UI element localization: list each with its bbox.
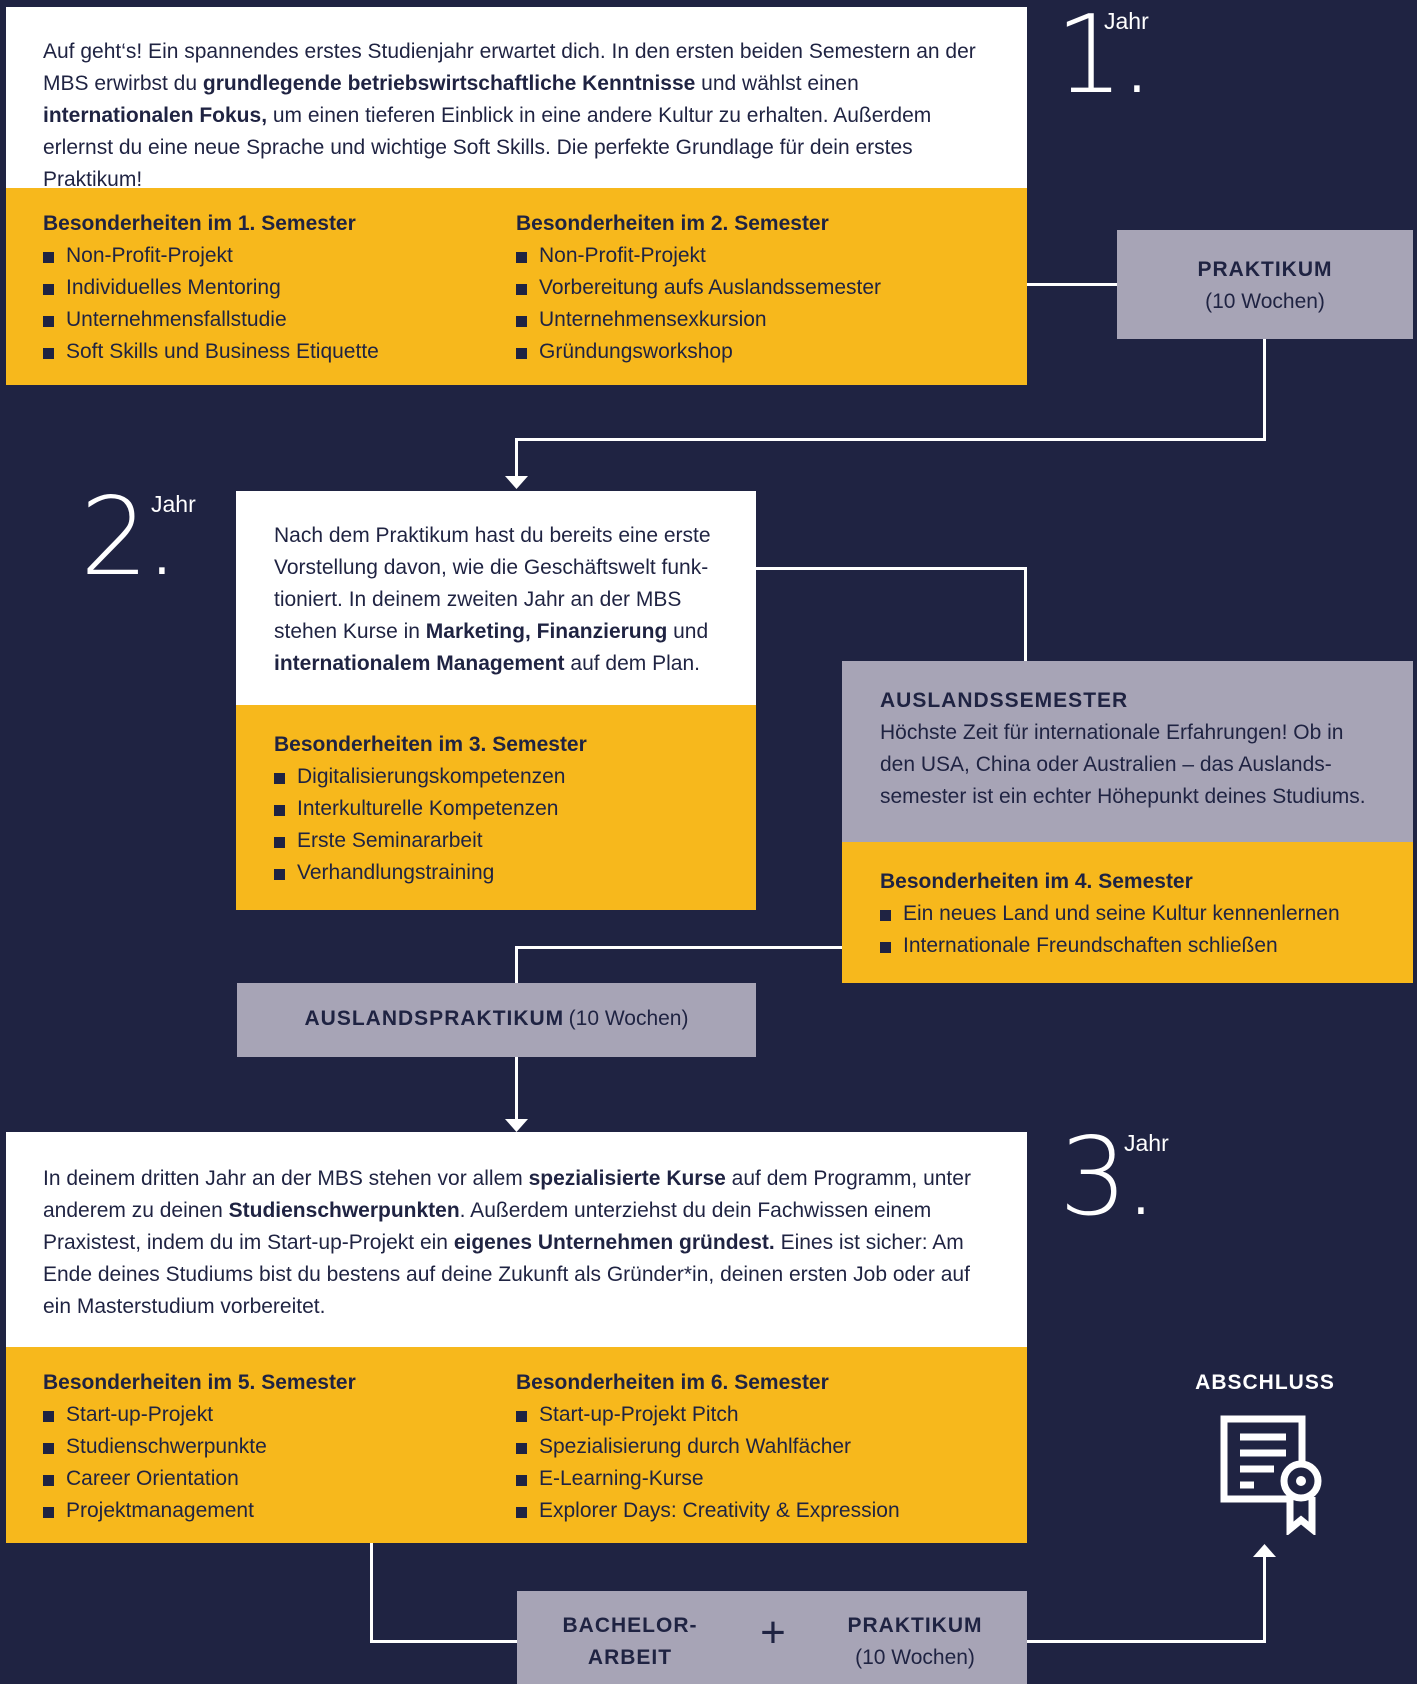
praktikum1-box: PRAKTIKUM (10 Wochen) bbox=[1117, 230, 1413, 339]
connector-line bbox=[370, 1543, 373, 1643]
list-item: Studienschwerpunkte bbox=[43, 1431, 356, 1463]
year2-intro-text: Nach dem Praktikum hast du bereits eine … bbox=[274, 524, 711, 675]
praktikum1-duration: (10 Wochen) bbox=[1205, 290, 1325, 313]
connector-line bbox=[515, 438, 1266, 441]
connector-line bbox=[515, 946, 518, 983]
year1-intro-text: Auf geht‘s! Ein spannendes erstes Studie… bbox=[43, 40, 976, 191]
year2-intro-box: Nach dem Praktikum hast du bereits eine … bbox=[236, 491, 756, 705]
semester4-heading: Besonderheiten im 4. Semester bbox=[880, 870, 1193, 893]
connector-line bbox=[1263, 1556, 1266, 1643]
connector-line bbox=[1263, 338, 1266, 441]
semester3-heading: Besonderheiten im 3. Semester bbox=[274, 733, 587, 756]
connector-line bbox=[515, 438, 518, 480]
semester4-box: Besonderheiten im 4. Semester Ein neues … bbox=[842, 842, 1413, 983]
semester4-list: Ein neues Land und seine Kultur kennenle… bbox=[880, 898, 1340, 962]
list-item: Projektmanagement bbox=[43, 1495, 356, 1527]
year2-label: Jahr bbox=[151, 491, 196, 517]
connector-line bbox=[756, 567, 1027, 570]
list-item: Non-Profit-Projekt bbox=[516, 240, 881, 272]
list-item: Unternehmensfallstudie bbox=[43, 304, 379, 336]
arrow-down-icon bbox=[505, 1119, 528, 1132]
semester1-block: Besonderheiten im 1. Semester Non-Profit… bbox=[43, 208, 379, 368]
abschluss-title: ABSCHLUSS bbox=[1195, 1371, 1335, 1394]
list-item: Interkulturelle Kompetenzen bbox=[274, 793, 587, 825]
auslandssemester-title: AUSLANDSSEMESTER bbox=[880, 689, 1129, 712]
list-item: Verhandlungstraining bbox=[274, 857, 587, 889]
auslandspraktikum-duration: (10 Wochen) bbox=[568, 1007, 689, 1030]
semester6-heading: Besonderheiten im 6. Semester bbox=[516, 1371, 829, 1394]
list-item: Vorbereitung aufs Auslandssemester bbox=[516, 272, 881, 304]
auslandssemester-box: AUSLANDSSEMESTER Höchste Zeit für intern… bbox=[842, 661, 1413, 842]
list-item: Explorer Days: Creativity & Expression bbox=[516, 1495, 900, 1527]
year1-semesters-box: Besonderheiten im 1. Semester Non-Profit… bbox=[6, 188, 1027, 385]
arrow-up-icon bbox=[1253, 1544, 1276, 1557]
connector-line bbox=[515, 946, 842, 949]
final-praktikum-label: PRAKTIKUM (10 Wochen) bbox=[847, 1614, 983, 1669]
list-item: Start-up-Projekt bbox=[43, 1399, 356, 1431]
arrow-down-icon bbox=[505, 476, 528, 489]
list-item: Career Orientation bbox=[43, 1463, 356, 1495]
year2-number: 2. bbox=[80, 475, 179, 600]
connector-line bbox=[515, 1057, 518, 1123]
semester2-heading: Besonderheiten im 2. Semester bbox=[516, 212, 829, 235]
auslandspraktikum-box: AUSLANDSPRAKTIKUM (10 Wochen) bbox=[237, 983, 756, 1057]
semester6-block: Besonderheiten im 6. Semester Start-up-P… bbox=[516, 1367, 900, 1527]
list-item: Digitalisierungskompetenzen bbox=[274, 761, 587, 793]
list-item: Non-Profit-Projekt bbox=[43, 240, 379, 272]
semester5-heading: Besonderheiten im 5. Semester bbox=[43, 1371, 356, 1394]
semester3-block: Besonderheiten im 3. Semester Digitalisi… bbox=[274, 729, 587, 889]
connector-line bbox=[1024, 567, 1027, 662]
list-item: Individuelles Mentoring bbox=[43, 272, 379, 304]
connector-line bbox=[1027, 1640, 1266, 1643]
praktikum1-title: PRAKTIKUM bbox=[1197, 258, 1333, 281]
list-item: Soft Skills und Business Etiquette bbox=[43, 336, 379, 368]
semester4-block: Besonderheiten im 4. Semester Ein neues … bbox=[880, 866, 1340, 962]
year3-label: Jahr bbox=[1124, 1130, 1169, 1156]
list-item: Start-up-Projekt Pitch bbox=[516, 1399, 900, 1431]
list-item: Spezialisierung durch Wahlfächer bbox=[516, 1431, 900, 1463]
plus-sign: + bbox=[760, 1608, 786, 1657]
connector-line bbox=[370, 1640, 518, 1643]
list-item: Unternehmensexkursion bbox=[516, 304, 881, 336]
auslandssemester-text: Höchste Zeit für internationale Erfahrun… bbox=[880, 721, 1366, 808]
list-item: Gründungsworkshop bbox=[516, 336, 881, 368]
bachelor-arbeit-label: BACHELOR- ARBEIT bbox=[562, 1614, 698, 1669]
year1-intro-box: Auf geht‘s! Ein spannendes erstes Studie… bbox=[6, 7, 1027, 191]
list-item: E-Learning-Kurse bbox=[516, 1463, 900, 1495]
semester3-box: Besonderheiten im 3. Semester Digitalisi… bbox=[236, 705, 756, 910]
semester5-block: Besonderheiten im 5. Semester Start-up-P… bbox=[43, 1367, 356, 1527]
connector-line bbox=[1027, 283, 1117, 286]
year3-semesters-box: Besonderheiten im 5. Semester Start-up-P… bbox=[6, 1347, 1027, 1543]
year3-intro-box: In deinem dritten Jahr an der MBS stehen… bbox=[6, 1132, 1027, 1347]
list-item: Erste Seminararbeit bbox=[274, 825, 587, 857]
final-box: BACHELOR- ARBEIT + PRAKTIKUM (10 Wochen) bbox=[517, 1591, 1027, 1684]
semester2-block: Besonderheiten im 2. Semester Non-Profit… bbox=[516, 208, 881, 368]
certificate-icon bbox=[1220, 1415, 1322, 1535]
year3-number: 3. bbox=[1059, 1115, 1158, 1240]
year1-label: Jahr bbox=[1104, 8, 1149, 34]
list-item: Ein neues Land und seine Kultur kennenle… bbox=[880, 898, 1340, 930]
list-item: Internationale Freundschaften schließen bbox=[880, 930, 1340, 962]
semester1-heading: Besonderheiten im 1. Semester bbox=[43, 212, 356, 235]
auslandspraktikum-title: AUSLANDSPRAKTIKUM bbox=[304, 1007, 565, 1030]
year1-number: 1. bbox=[1055, 0, 1154, 118]
year3-intro-text: In deinem dritten Jahr an der MBS stehen… bbox=[43, 1167, 971, 1318]
